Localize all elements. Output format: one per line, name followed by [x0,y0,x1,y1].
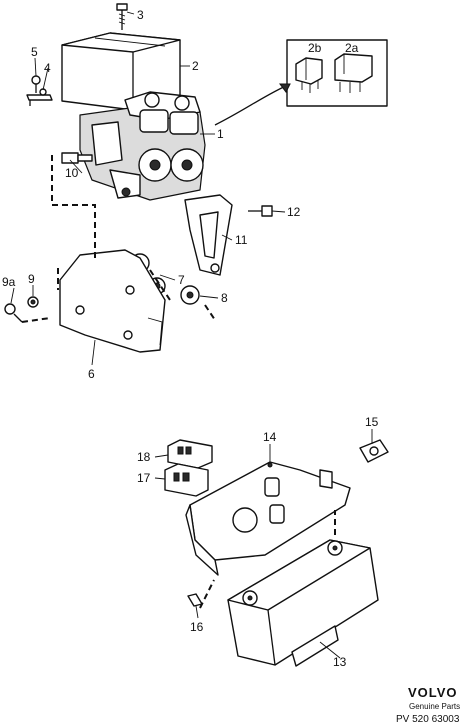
callout-1: 1 [217,127,224,141]
callout-11: 11 [235,233,248,247]
callout-7: 7 [178,273,185,287]
reference-number: PV 520 63003 [396,714,460,725]
bolt-part-9a [4,303,23,323]
bracket-part-11 [184,194,233,276]
bolt-part-12 [248,205,273,217]
callout-14: 14 [263,430,277,444]
callout-9: 9 [28,272,35,286]
callout-16: 16 [190,620,204,634]
control-unit-part-13 [227,539,379,667]
callout-13: 13 [333,655,347,669]
callout-4: 4 [44,61,51,75]
brand-subtitle: Genuine Parts [409,702,460,711]
hydraulic-unit-part-1 [79,91,206,201]
callout-17: 17 [137,471,151,485]
callout-8: 8 [221,291,228,305]
bolt-part-9 [27,296,39,308]
fitting-part-10 [61,152,93,164]
relay-part-18 [167,439,213,469]
clip-part-4 [26,88,53,106]
callout-6: 6 [88,367,95,381]
bracket-part-14 [185,461,351,576]
callout-18: 18 [137,450,151,464]
callout-2a: 2a [345,41,359,55]
screw-part-5 [31,75,41,93]
callout-15: 15 [365,415,379,429]
clip-part-15 [359,439,389,463]
brand-logo-text: VOLVO [408,685,458,700]
callout-2: 2 [192,59,199,73]
relay-part-17 [164,463,209,497]
callout-9a: 9a [2,275,16,289]
callout-10: 10 [65,166,79,180]
bolt-part-3 [116,3,128,30]
callout-3: 3 [137,8,144,22]
rubber-mount-part-8 [180,285,200,305]
callout-12: 12 [287,205,301,219]
relay-inset-box [286,39,388,107]
callout-5: 5 [31,45,38,59]
callout-2b: 2b [308,41,322,55]
mounting-plate-part-6 [59,249,166,353]
screw-part-16 [187,593,203,607]
